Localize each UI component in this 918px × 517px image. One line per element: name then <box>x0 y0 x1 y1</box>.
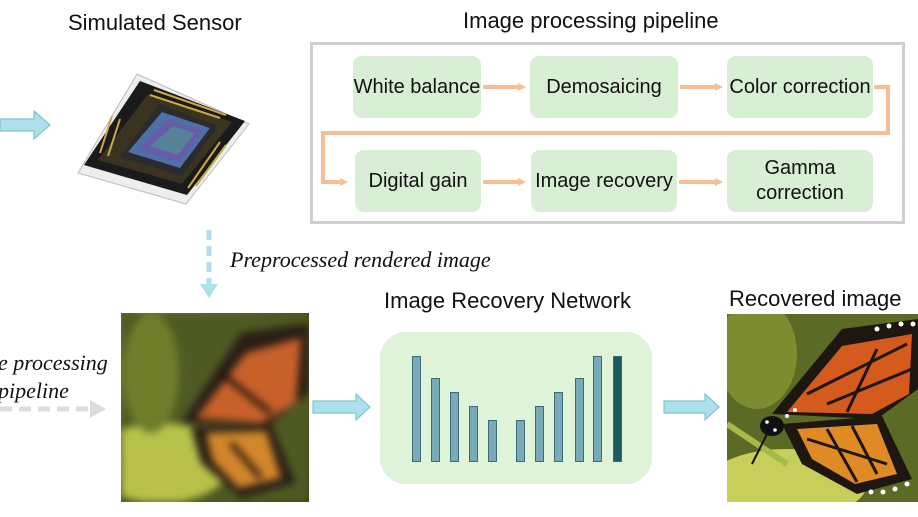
stage-digital-gain: Digital gain <box>355 150 481 212</box>
network-layer <box>469 406 478 462</box>
block-arrow-to-sensor <box>0 109 51 141</box>
network-layer <box>516 420 525 462</box>
network-block <box>380 332 652 484</box>
stage-gamma-correction: Gamma correction <box>727 150 873 212</box>
dashed-arrow-down <box>200 230 218 298</box>
dashed-arrow-left-input <box>0 400 106 418</box>
network-layer <box>535 406 544 462</box>
network-layer <box>554 392 563 462</box>
output-image-sharp <box>727 314 918 502</box>
network-output-layer <box>613 356 622 462</box>
network-layer <box>412 356 421 462</box>
network-title: Image Recovery Network <box>384 288 631 313</box>
sensor-chip-icon <box>77 73 250 205</box>
block-arrow-to-output <box>663 392 720 422</box>
network-layer <box>575 378 584 462</box>
butterfly-blurry-icon <box>121 313 309 502</box>
block-arrow-to-network <box>312 392 371 422</box>
left-label-line2: pipeline <box>0 378 69 403</box>
network-layer <box>488 420 497 462</box>
network-layer <box>450 392 459 462</box>
pipeline-title: Image processing pipeline <box>463 8 719 33</box>
stage-demosaicing: Demosaicing <box>530 56 678 118</box>
stage-color-correction: Color correction <box>727 56 873 118</box>
network-layer <box>593 356 602 462</box>
butterfly-sharp-icon <box>727 314 918 502</box>
sensor-title: Simulated Sensor <box>68 10 242 35</box>
pipeline-flow-arrows <box>321 83 890 186</box>
left-label-line1: e processing <box>0 350 108 375</box>
stage-image-recovery: Image recovery <box>531 150 677 212</box>
recovered-title: Recovered image <box>729 286 902 311</box>
network-layer <box>431 378 440 462</box>
stage-white-balance: White balance <box>353 56 481 118</box>
pipeline-frame <box>310 42 905 224</box>
preprocessed-label: Preprocessed rendered image <box>230 247 491 272</box>
flow-arrow-wrap <box>321 85 890 186</box>
input-image-blurry <box>121 313 309 502</box>
